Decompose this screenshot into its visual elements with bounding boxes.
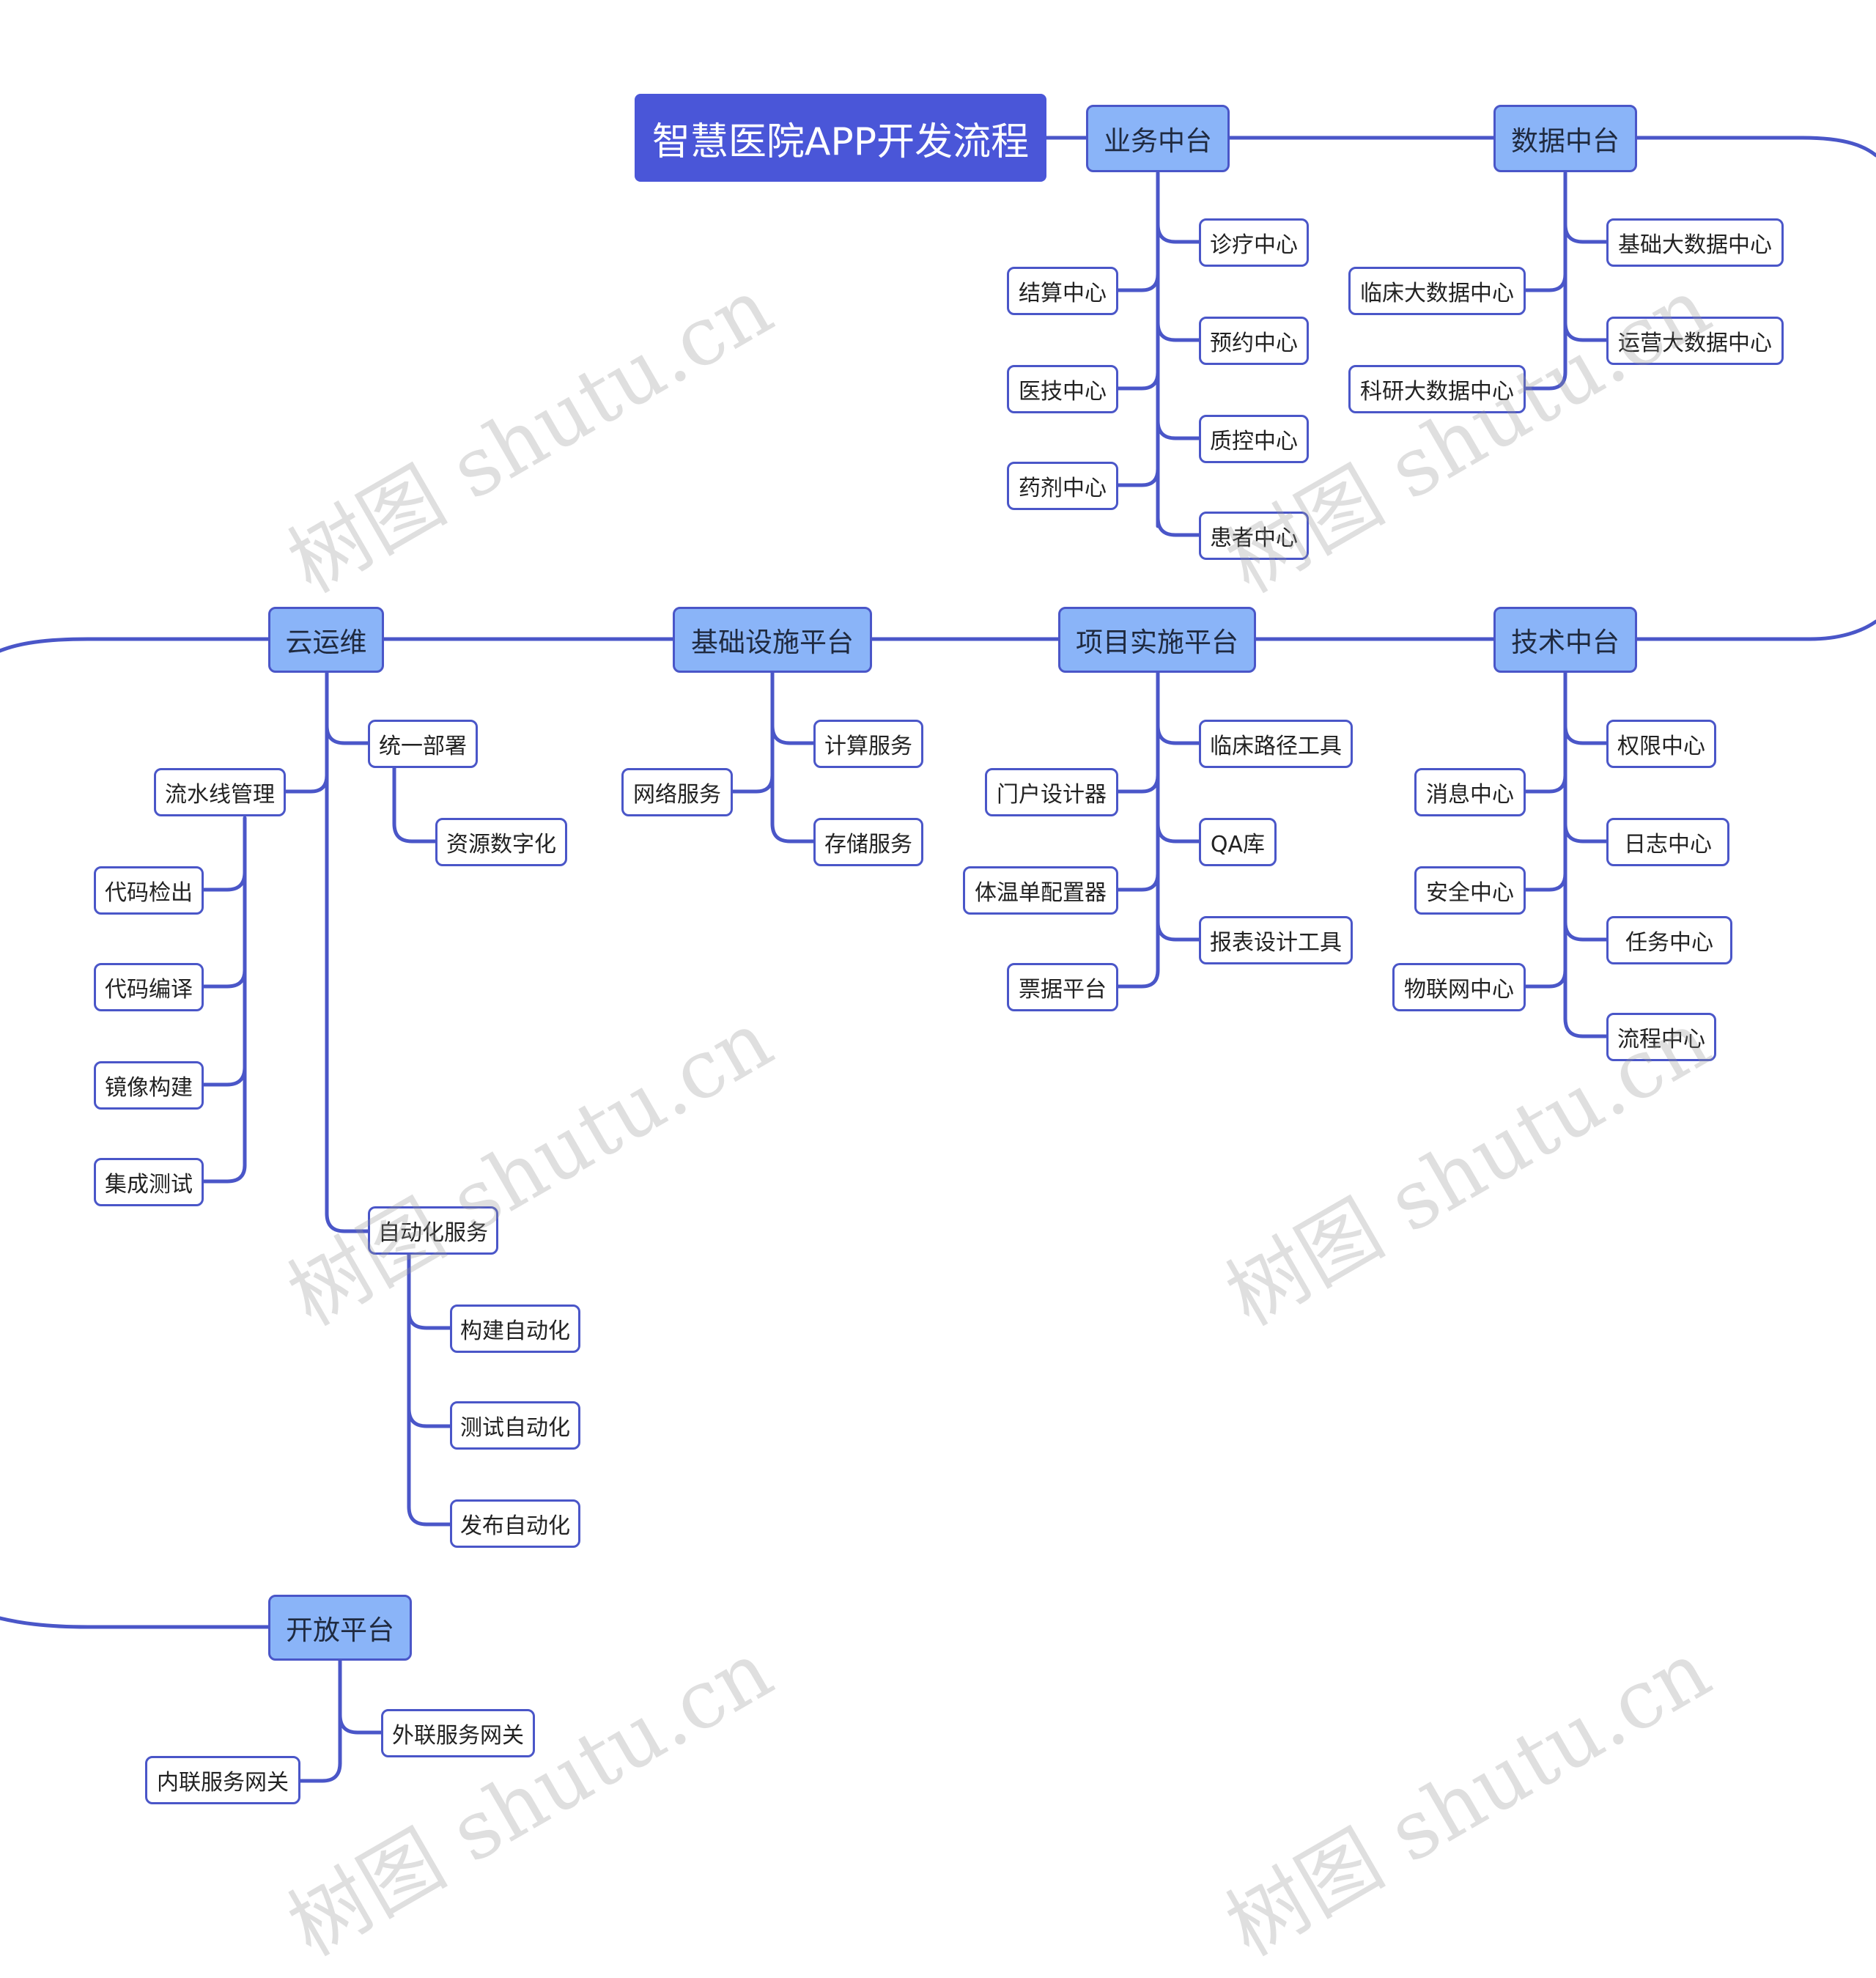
- leaf-neilian-wangguan[interactable]: 内联服务网关: [145, 1756, 300, 1804]
- leaf-wulianwang[interactable]: 物联网中心: [1392, 963, 1526, 1011]
- branch-yun-yunwei[interactable]: 云运维: [268, 607, 384, 673]
- leaf-liucheng[interactable]: 流程中心: [1606, 1013, 1716, 1061]
- leaf-renwu[interactable]: 任务中心: [1606, 916, 1732, 964]
- leaf-anquan[interactable]: 安全中心: [1414, 866, 1526, 915]
- leaf-jisuan[interactable]: 计算服务: [813, 720, 923, 768]
- leaf-jingxiang-goujian[interactable]: 镜像构建: [94, 1061, 204, 1110]
- root-title[interactable]: 智慧医院APP开发流程: [635, 94, 1046, 182]
- leaf-wailian-wangguan[interactable]: 外联服务网关: [381, 1709, 535, 1757]
- leaf-zidonghua-fuwu[interactable]: 自动化服务: [368, 1206, 498, 1255]
- spine-bottom: [0, 1616, 270, 1629]
- leaf-zhikong[interactable]: 质控中心: [1199, 415, 1309, 463]
- leaf-wangluo[interactable]: 网络服务: [621, 768, 733, 816]
- leaf-piaoju[interactable]: 票据平台: [1007, 963, 1118, 1011]
- leaf-goujian-zidonghua[interactable]: 构建自动化: [450, 1304, 580, 1353]
- leaf-yunying-dashuju[interactable]: 运营大数据中心: [1606, 317, 1784, 365]
- leaf-jiesuan[interactable]: 结算中心: [1007, 267, 1118, 315]
- spine-right-wrap: [1635, 619, 1876, 641]
- branch-jichu-sheshi[interactable]: 基础设施平台: [673, 607, 872, 673]
- leaf-menhu-shejiqi[interactable]: 门户设计器: [985, 768, 1118, 816]
- leaf-daima-jianchu[interactable]: 代码检出: [94, 866, 204, 915]
- spine-middle: [0, 637, 1496, 653]
- leaf-qa-ku[interactable]: QA库: [1199, 818, 1277, 866]
- branch-shuju-zhongtai[interactable]: 数据中台: [1493, 105, 1637, 172]
- leaf-fabu-zidonghua[interactable]: 发布自动化: [450, 1499, 580, 1548]
- leaf-yaoji[interactable]: 药剂中心: [1007, 462, 1118, 510]
- leaf-quanxian[interactable]: 权限中心: [1606, 720, 1716, 768]
- leaf-jicheng-ceshi[interactable]: 集成测试: [94, 1158, 204, 1206]
- leaf-daima-bianyi[interactable]: 代码编译: [94, 963, 204, 1011]
- leaf-xiaoxi[interactable]: 消息中心: [1414, 768, 1526, 816]
- leaf-keyan-dashuju[interactable]: 科研大数据中心: [1348, 365, 1526, 413]
- leaf-yuyue[interactable]: 预约中心: [1199, 317, 1309, 365]
- leaf-linchuang-lujing[interactable]: 临床路径工具: [1199, 720, 1353, 768]
- leaf-ceshi-zidonghua[interactable]: 测试自动化: [450, 1401, 580, 1450]
- connector-lines: [0, 136, 1876, 1783]
- branch-yewu-zhongtai[interactable]: 业务中台: [1086, 105, 1230, 172]
- leaf-huanzhe[interactable]: 患者中心: [1199, 512, 1309, 560]
- branch-xiangmu-shishi[interactable]: 项目实施平台: [1058, 607, 1256, 673]
- leaf-ziyuan-shuzihua[interactable]: 资源数字化: [435, 818, 567, 866]
- leaf-liushuixian-guanli[interactable]: 流水线管理: [154, 768, 286, 816]
- branch-jishu-zhongtai[interactable]: 技术中台: [1493, 607, 1637, 673]
- leaf-zhenliao[interactable]: 诊疗中心: [1199, 218, 1309, 267]
- leaf-baobiao-sheji[interactable]: 报表设计工具: [1199, 916, 1353, 964]
- leaf-rizhi[interactable]: 日志中心: [1606, 818, 1729, 866]
- leaf-linchuang-dashuju[interactable]: 临床大数据中心: [1348, 267, 1526, 315]
- leaf-tiwendan[interactable]: 体温单配置器: [963, 866, 1118, 915]
- leaf-jichu-dashuju[interactable]: 基础大数据中心: [1606, 218, 1784, 267]
- leaf-cunchu[interactable]: 存储服务: [813, 818, 923, 866]
- branch-kaifang-pingtai[interactable]: 开放平台: [268, 1595, 412, 1661]
- leaf-yiji[interactable]: 医技中心: [1007, 365, 1118, 413]
- leaf-tongyi-bushu[interactable]: 统一部署: [368, 720, 478, 768]
